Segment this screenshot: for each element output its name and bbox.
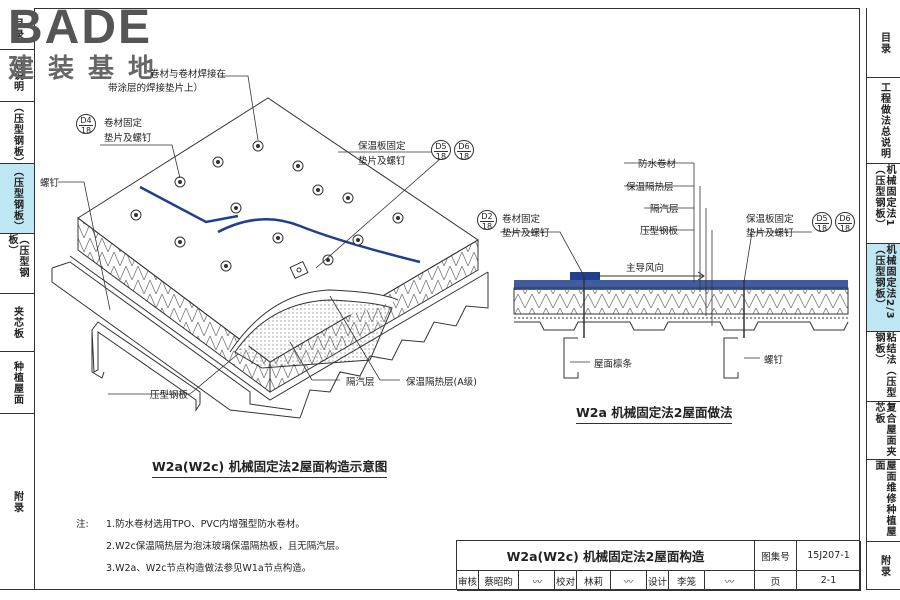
left-sidebar-item-2[interactable]: （压型钢板） xyxy=(0,102,34,168)
atlas-label: 图集号 xyxy=(755,541,797,571)
right-sidebar-item-label: 屋面维修种植屋面 xyxy=(873,460,895,537)
label-insul-washer-2: 垫片及螺钉 xyxy=(358,156,406,167)
label-sec-waterproof: 防水卷材 xyxy=(638,159,677,170)
label-sec-screw: 螺钉 xyxy=(764,355,784,366)
note-1: 1.防水卷材选用TPO、PVC内增强型防水卷材。 xyxy=(106,519,305,530)
logo-text-bottom: 建装基地 xyxy=(8,54,169,84)
check-label: 校对 xyxy=(555,571,577,591)
label-membrane-weld-2: 带涂层的焊接垫片上） xyxy=(108,83,204,94)
left-sidebar-item-5[interactable]: 夹芯板 xyxy=(0,294,34,352)
section-view xyxy=(513,271,849,379)
iso-roof xyxy=(51,97,489,419)
page-label: 页 xyxy=(755,571,797,591)
left-sidebar-item-6[interactable]: 种植屋面 xyxy=(0,352,34,414)
label-sec-fix-2: 垫片及螺钉 xyxy=(502,228,550,239)
left-sidebar-item-label: （压型钢板） xyxy=(11,165,23,232)
section-leaders xyxy=(500,162,812,363)
title-block-title: W2a(W2c) 机械固定法2屋面构造 xyxy=(457,541,755,571)
right-sidebar-item-7[interactable]: 附录 xyxy=(867,542,900,590)
right-sidebar-item-2[interactable]: 机械固定法1（压型钢板） xyxy=(867,164,900,244)
title-block: W2a(W2c) 机械固定法2屋面构造 图集号 15J207-1 审核 蔡昭昀 … xyxy=(456,540,861,591)
right-sidebar-item-label: 工程做法总说明 xyxy=(878,82,890,159)
label-sec-wind: 主导风向 xyxy=(626,263,665,274)
left-sidebar-item-label: 附录 xyxy=(11,490,23,513)
reviewer-signature: 〰 xyxy=(519,571,555,591)
bade-logo: BADE 建装基地 xyxy=(8,1,169,85)
left-sidebar-item-7[interactable]: 附录 xyxy=(0,414,34,590)
right-sidebar-item-4[interactable]: 粘结法（压型钢板） xyxy=(867,332,900,402)
label-fix-washer-1: 卷材固定 xyxy=(104,118,143,129)
checker-name: 林莉 xyxy=(577,571,611,591)
left-sidebar-item-label: 总说明 xyxy=(11,59,23,92)
notes: 注: 1.防水卷材选用TPO、PVC内增强型防水卷材。 2.W2c保温隔热层为泡… xyxy=(76,514,345,580)
designer-name: 李笼 xyxy=(669,571,705,591)
review-label: 审核 xyxy=(457,571,479,591)
left-sidebar-item-label: （压型钢板） xyxy=(11,102,23,168)
label-screw: 螺钉 xyxy=(40,178,60,189)
left-sidebar-item-label: 目录 xyxy=(11,17,23,40)
page-number: 2-1 xyxy=(797,571,861,591)
label-sec-fix-1: 卷材固定 xyxy=(502,214,541,225)
label-sec-insul-fix-2: 垫片及螺钉 xyxy=(746,228,794,239)
label-fix-washer-2: 垫片及螺钉 xyxy=(104,133,152,144)
label-sec-insul-fix-1: 保温板固定 xyxy=(746,214,794,225)
left-sidebar-item-label: 夹芯板 xyxy=(11,306,23,339)
right-sidebar-item-6[interactable]: 屋面维修种植屋面 xyxy=(867,460,900,542)
left-sidebar: 目录总说明（压型钢板）（压型钢板）（压型钢板）夹芯板种植屋面附录 xyxy=(0,8,34,590)
reviewer-name: 蔡昭昀 xyxy=(479,571,519,591)
label-membrane-weld: 卷材与卷材焊接在 xyxy=(150,69,227,80)
right-sidebar-item-5[interactable]: 复合屋面夹芯板 xyxy=(867,402,900,460)
label-sec-vapor: 隔汽层 xyxy=(650,204,679,215)
right-sidebar-item-1[interactable]: 工程做法总说明 xyxy=(867,78,900,164)
atlas-number: 15J207-1 xyxy=(797,541,861,571)
right-sidebar-item-0[interactable]: 目录 xyxy=(867,8,900,78)
left-sidebar-item-4[interactable]: （压型钢板） xyxy=(0,234,34,294)
label-insul-washer-1: 保温板固定 xyxy=(358,141,406,152)
right-sidebar-item-label: 目录 xyxy=(878,31,890,54)
label-insulation: 保温隔热层(A级) xyxy=(406,377,477,388)
logo-text-top: BADE xyxy=(8,1,153,54)
note-3: 3.W2a、W2c节点构造做法参见W1a节点构造。 xyxy=(106,563,312,574)
right-sidebar-item-label: 机械固定法1（压型钢板） xyxy=(873,164,895,230)
right-sidebar-item-label: 粘结法（压型钢板） xyxy=(873,332,895,398)
caption-section: W2a 机械固定法2屋面做法 xyxy=(576,402,733,424)
left-sidebar-item-1[interactable]: 总说明 xyxy=(0,50,34,102)
left-sidebar-item-label: 种植屋面 xyxy=(11,360,23,405)
notes-head: 注: xyxy=(76,519,89,530)
right-sidebar-item-3[interactable]: 机械固定法2/3（压型钢板） xyxy=(867,244,900,332)
right-sidebar-item-label: 复合屋面夹芯板 xyxy=(873,402,895,457)
label-deck: 压型钢板 xyxy=(150,390,189,401)
left-sidebar-item-3[interactable]: （压型钢板） xyxy=(0,164,34,234)
caption-iso: W2a(W2c) 机械固定法2屋面构造示意图 xyxy=(152,456,388,478)
left-sidebar-item-label: （压型钢板） xyxy=(6,234,28,278)
label-sec-purlin: 屋面檩条 xyxy=(594,359,633,370)
note-2: 2.W2c保温隔热层为泡沫玻璃保温隔热板，且无隔汽层。 xyxy=(106,541,345,552)
designer-signature: 〰 xyxy=(705,571,755,591)
right-sidebar-item-label: 机械固定法2/3（压型钢板） xyxy=(873,244,895,320)
right-sidebar: 目录工程做法总说明机械固定法1（压型钢板） 机械固定法2/3（压型钢板） 粘结法（压… xyxy=(866,8,900,590)
right-sidebar-item-label: 附录 xyxy=(878,554,890,577)
drawing-frame xyxy=(34,8,860,590)
label-sec-deck: 压型钢板 xyxy=(640,226,679,237)
label-sec-insulation: 保温隔热层 xyxy=(626,182,674,193)
label-vapor: 隔汽层 xyxy=(346,377,375,388)
left-sidebar-item-0[interactable]: 目录 xyxy=(0,8,34,50)
design-label: 设计 xyxy=(647,571,669,591)
checker-signature: 〰 xyxy=(611,571,647,591)
washers xyxy=(130,140,404,280)
